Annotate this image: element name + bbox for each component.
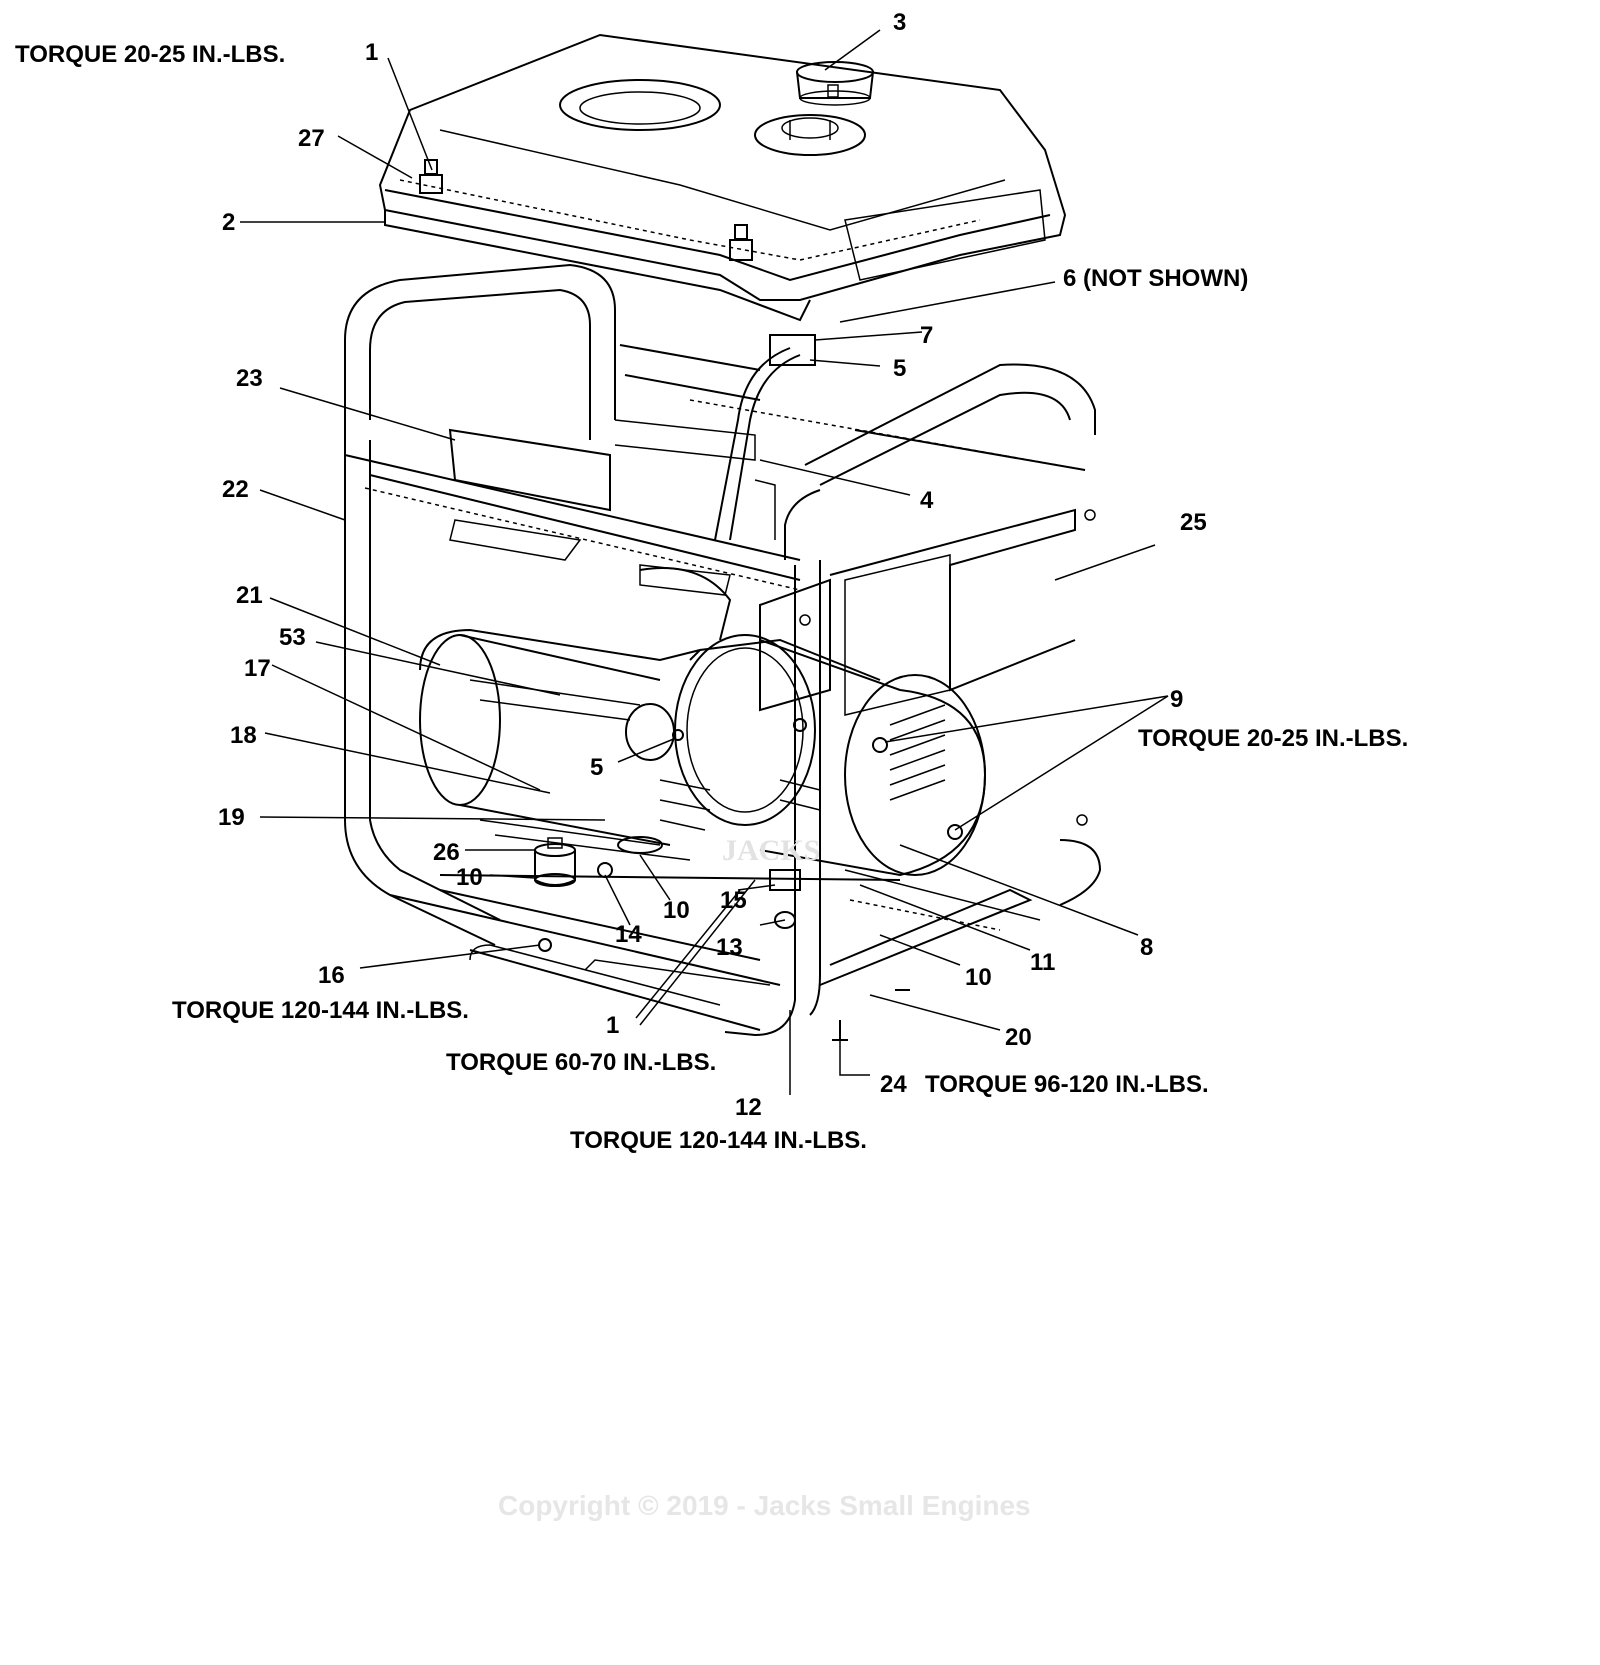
callout-26: 26 <box>433 839 460 866</box>
callout-10b: 10 <box>663 897 690 924</box>
callout-23: 23 <box>236 365 263 392</box>
callout-6-not-shown: 6 (NOT SHOWN) <box>1063 265 1248 292</box>
callout-53: 53 <box>279 624 306 651</box>
callout-14: 14 <box>615 921 642 948</box>
copyright-notice: Copyright © 2019 - Jacks Small Engines <box>498 1490 1031 1521</box>
callout-10: 10 <box>456 864 483 891</box>
callout-8: 8 <box>1140 934 1153 961</box>
callout-10c: 10 <box>965 964 992 991</box>
engine-assembly <box>419 567 987 877</box>
alternator-vents <box>889 704 946 801</box>
callout-16: 16 <box>318 962 345 989</box>
vibration-mount <box>479 819 801 929</box>
torque-note-24: TORQUE 96-120 IN.-LBS. <box>925 1071 1209 1098</box>
fuel-cap <box>796 61 874 106</box>
callout-24: 24 <box>880 1071 907 1098</box>
callout-5b: 5 <box>590 754 603 781</box>
callout-5: 5 <box>893 355 906 382</box>
fuel-tank <box>378 33 1067 322</box>
callout-11: 11 <box>1030 949 1055 976</box>
callout-25: 25 <box>1180 509 1207 536</box>
torque-note-9: TORQUE 20-25 IN.-LBS. <box>1138 725 1408 752</box>
callout-22: 22 <box>222 476 249 503</box>
callout-17: 17 <box>244 655 271 682</box>
callout-4: 4 <box>920 487 934 514</box>
callout-9: 9 <box>1170 686 1183 713</box>
control-panel <box>759 508 1096 716</box>
brand-watermark: JACKS <box>722 834 820 867</box>
callout-3: 3 <box>893 9 906 36</box>
callout-19: 19 <box>218 804 245 831</box>
torque-note-16: TORQUE 120-144 IN.-LBS. <box>172 997 469 1024</box>
watermark: JACKS Copyright © 2019 - Jacks Small Eng… <box>498 834 1031 1521</box>
callout-20: 20 <box>1005 1024 1032 1051</box>
leader-lines <box>240 29 1169 1095</box>
callout-13: 13 <box>716 934 743 961</box>
torque-notes: TORQUE 20-25 IN.-LBS. TORQUE 20-25 IN.-L… <box>15 41 1408 1154</box>
tank-mount-bolt <box>419 159 753 261</box>
callout-18: 18 <box>230 722 257 749</box>
callout-1: 1 <box>365 39 378 66</box>
torque-note-12: TORQUE 120-144 IN.-LBS. <box>570 1127 867 1154</box>
callout-2: 2 <box>222 209 235 236</box>
fuel-line <box>714 334 816 541</box>
callout-labels: 1 2 3 27 6 (NOT SHOWN) 7 5 23 22 4 25 21… <box>218 9 1248 1121</box>
callout-7: 7 <box>920 322 933 349</box>
torque-note-1b: TORQUE 60-70 IN.-LBS. <box>446 1049 716 1076</box>
callout-1b: 1 <box>606 1012 619 1039</box>
torque-note-1: TORQUE 20-25 IN.-LBS. <box>15 41 285 68</box>
bolt <box>538 718 1088 1041</box>
callout-27: 27 <box>298 125 325 152</box>
callout-15: 15 <box>720 887 747 914</box>
callout-12: 12 <box>735 1094 762 1121</box>
callout-21: 21 <box>236 582 263 609</box>
frame <box>344 263 1102 1037</box>
